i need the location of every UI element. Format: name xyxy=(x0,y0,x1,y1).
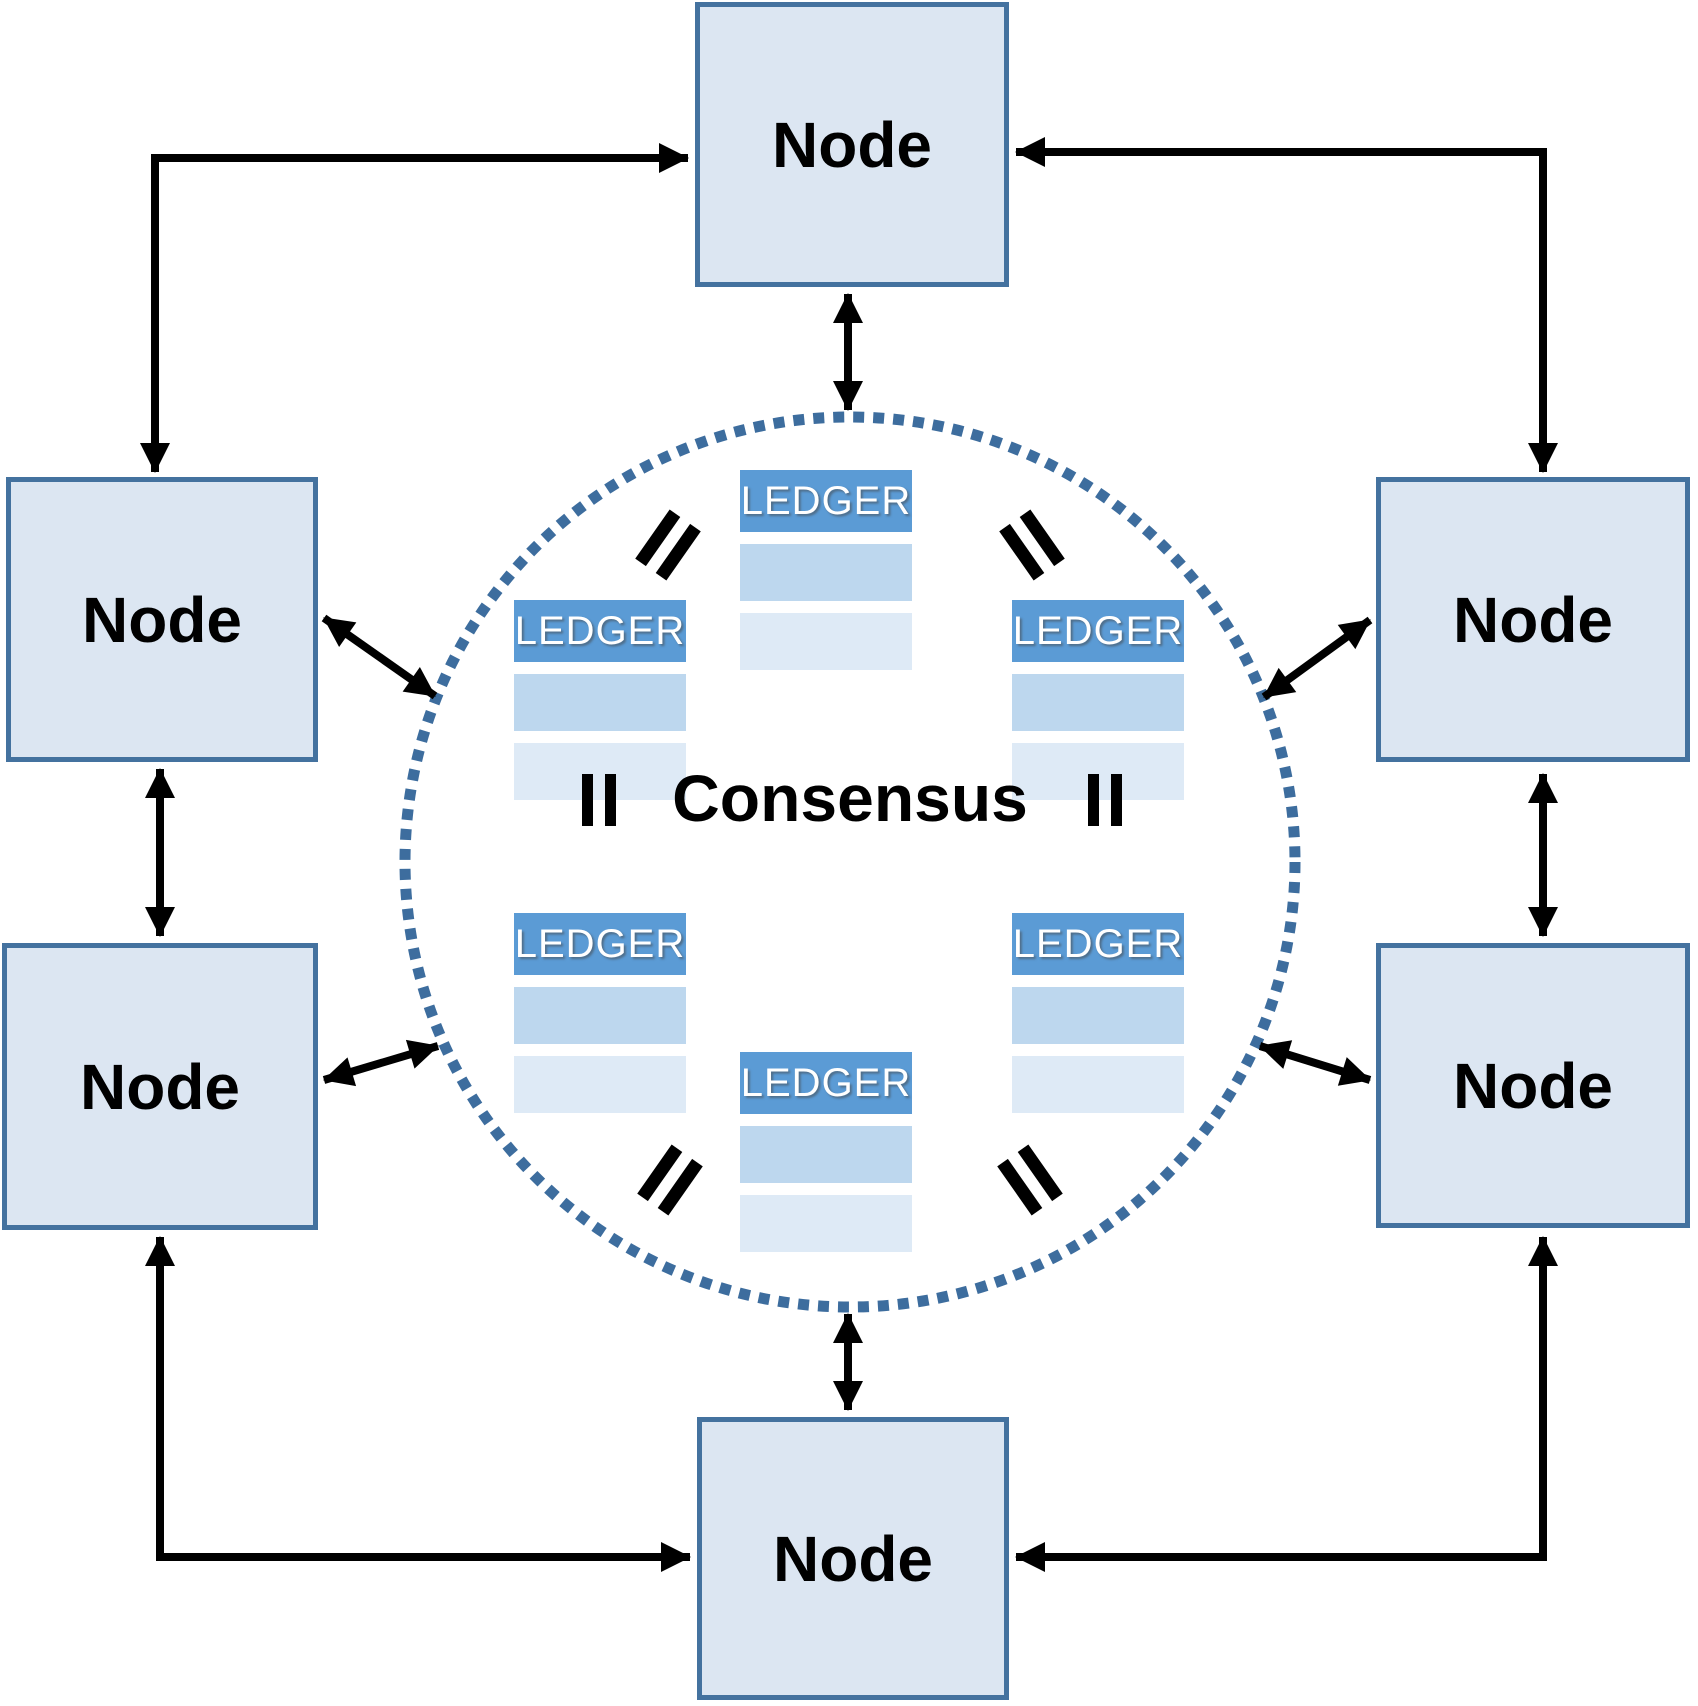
ledger-block-mid-right: LEDGER xyxy=(1012,600,1184,800)
consensus-label: Consensus xyxy=(672,761,1028,835)
connector-upperleft-top-elbow xyxy=(140,143,689,473)
ledger-row-2 xyxy=(514,743,686,800)
node-box-upper-right: Node xyxy=(1376,477,1690,762)
connector-top-upperright-elbow xyxy=(1015,137,1558,473)
ledger-block-low-left: LEDGER xyxy=(514,913,686,1113)
ledger-block-bottom-center: LEDGER xyxy=(740,1052,912,1252)
equals-icon xyxy=(582,774,616,826)
ledger-block-low-right: LEDGER xyxy=(1012,913,1184,1113)
ledger-row-1 xyxy=(1012,987,1184,1044)
node-box-top: Node xyxy=(695,2,1009,287)
ledger-header: LEDGER xyxy=(1012,913,1184,975)
consensus-circle-border xyxy=(399,411,1301,1313)
connector-lowerleft-node-circle xyxy=(322,1039,440,1087)
ledger-block-top-center: LEDGER xyxy=(740,470,912,670)
ledger-row-1 xyxy=(514,674,686,731)
ledger-row-2 xyxy=(740,1195,912,1252)
ledger-header: LEDGER xyxy=(740,470,912,532)
ledger-row-1 xyxy=(740,1126,912,1183)
node-label: Node xyxy=(82,583,242,656)
node-box-bottom: Node xyxy=(697,1417,1009,1700)
node-label: Node xyxy=(773,1522,933,1595)
connector-lowerleft-bottom-elbow xyxy=(145,1236,691,1572)
node-label: Node xyxy=(772,108,932,181)
ledger-row-2 xyxy=(740,613,912,670)
connector-lowerright-node-circle xyxy=(1258,1040,1372,1086)
node-label: Node xyxy=(80,1050,240,1123)
ledger-row-2 xyxy=(1012,1056,1184,1113)
ledger-header: LEDGER xyxy=(514,913,686,975)
equals-icon xyxy=(1088,774,1122,826)
ledger-header: LEDGER xyxy=(1012,600,1184,662)
connector-upperright-node-circle xyxy=(1261,616,1373,701)
ledger-row-1 xyxy=(740,544,912,601)
node-label: Node xyxy=(1453,583,1613,656)
connector-upperleft-node-circle xyxy=(321,614,438,700)
ledger-row-1 xyxy=(1012,674,1184,731)
node-box-upper-left: Node xyxy=(6,477,318,762)
node-label: Node xyxy=(1453,1049,1613,1122)
ledger-header: LEDGER xyxy=(514,600,686,662)
node-box-lower-right: Node xyxy=(1376,943,1690,1228)
connector-lowerright-bottom-elbow xyxy=(1015,1236,1558,1572)
ledger-block-mid-left: LEDGER xyxy=(514,600,686,800)
node-box-lower-left: Node xyxy=(2,943,318,1230)
ledger-row-1 xyxy=(514,987,686,1044)
ledger-row-2 xyxy=(514,1056,686,1113)
ledger-header: LEDGER xyxy=(740,1052,912,1114)
